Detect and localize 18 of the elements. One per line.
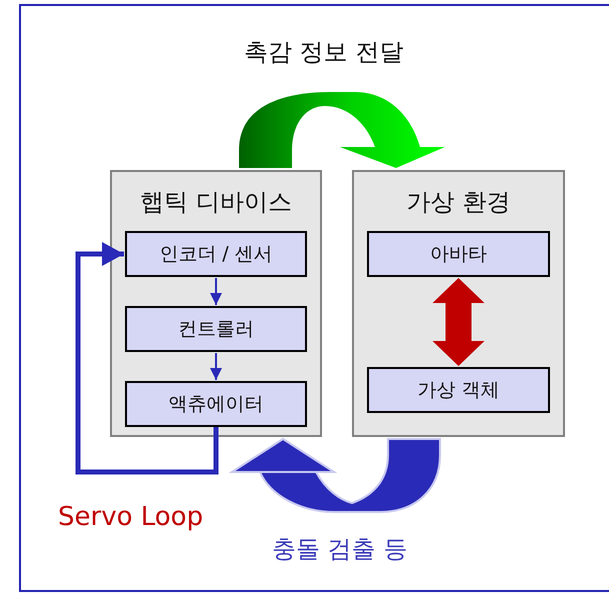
group-box — [352, 170, 565, 437]
loop-arrow — [76, 242, 218, 474]
process-box: 가상 객체 — [367, 367, 550, 413]
process-box: 인코더 / 센서 — [125, 231, 307, 277]
curved-arrow — [239, 92, 445, 168]
group-box — [110, 170, 322, 437]
process-box: 액츄에이터 — [125, 381, 307, 427]
process-box: 아바타 — [367, 231, 550, 277]
edge-label: Servo Loop — [58, 502, 204, 532]
box-heading: 가상 환경 — [406, 187, 512, 218]
arrow — [210, 278, 222, 305]
edge-label: 촉감 정보 전달 — [244, 37, 404, 68]
box-heading: 햅틱 디바이스 — [139, 187, 293, 218]
edge-label: 충돌 검출 등 — [272, 534, 408, 565]
process-box: 컨트롤러 — [125, 306, 307, 352]
double-arrow — [432, 278, 484, 366]
arrow — [210, 353, 222, 380]
curved-arrow — [231, 438, 441, 513]
